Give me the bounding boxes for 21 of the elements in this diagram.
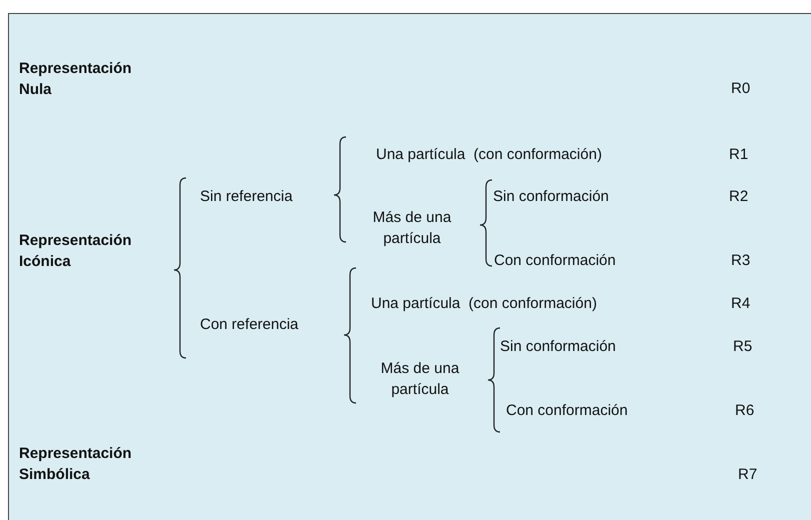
branch-label: Una partícula (con conformación) bbox=[371, 294, 598, 314]
branch-label: Una partícula (con conformación) bbox=[376, 144, 603, 164]
branch-label: Sin conformación bbox=[500, 336, 617, 356]
branch-label: Con conformación bbox=[506, 400, 629, 420]
representation-code: R2 bbox=[729, 186, 750, 206]
category-heading: Representación Simbólica bbox=[19, 444, 133, 484]
branch-label: Más de una partícula bbox=[380, 358, 460, 400]
branch-label: Sin conformación bbox=[493, 186, 610, 206]
representation-code: R5 bbox=[733, 336, 754, 356]
category-heading: Representación Nula bbox=[19, 58, 133, 100]
branch-label: Más de una partícula bbox=[372, 208, 452, 248]
representation-code: R0 bbox=[731, 78, 752, 98]
representation-code: R6 bbox=[735, 400, 756, 420]
branch-label: Con conformación bbox=[494, 250, 617, 270]
branch-label: Sin referencia bbox=[200, 186, 294, 206]
representation-code: R1 bbox=[729, 144, 750, 164]
representation-code: R4 bbox=[731, 294, 752, 314]
representation-code: R7 bbox=[738, 464, 758, 484]
representation-code: R3 bbox=[731, 250, 752, 270]
category-heading: Representación Icónica bbox=[19, 230, 133, 272]
branch-label: Con referencia bbox=[200, 314, 300, 334]
